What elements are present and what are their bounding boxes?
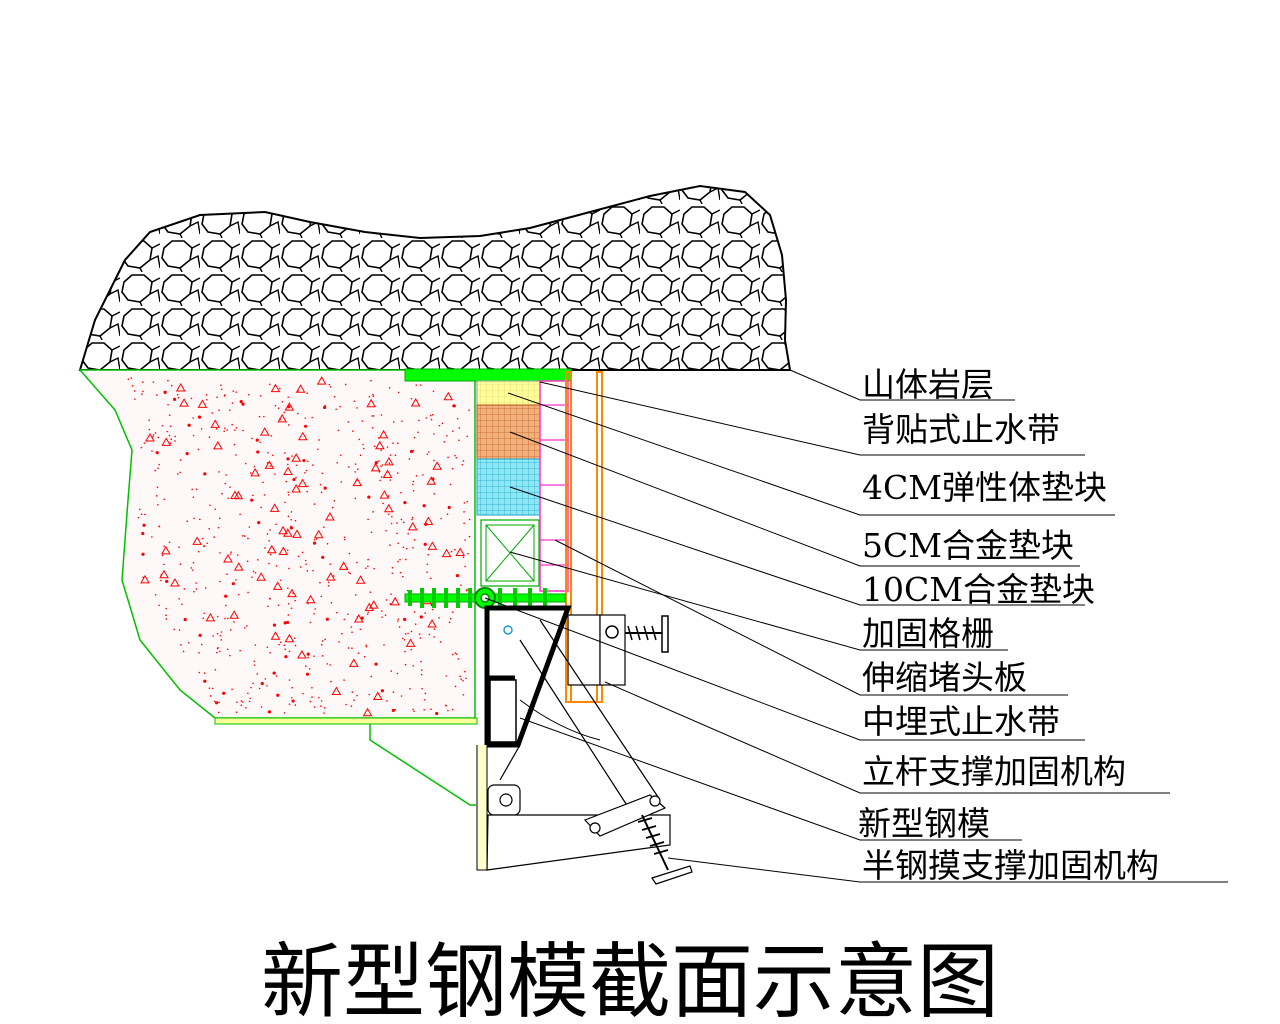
alloy-block-10cm [476, 458, 541, 516]
label-steel-formwork: 新型钢模 [858, 804, 990, 843]
label-rock-layer: 山体岩层 [862, 365, 994, 404]
steel-formwork [476, 605, 572, 871]
label-alloy-block-10cm: 10CM合金垫块 [862, 570, 1095, 609]
label-embedded-waterstop: 中埋式止水带 [862, 702, 1060, 741]
rock-layer [78, 184, 792, 371]
label-back-waterstop: 背贴式止水带 [862, 410, 1060, 449]
back-waterstop [404, 368, 572, 382]
label-vertical-support: 立杆支撑加固机构 [862, 752, 1126, 791]
leader-lines [484, 369, 1228, 883]
label-expansion-end-plate: 伸缩堵头板 [862, 658, 1027, 697]
semi-steel-support-mechanism [486, 619, 693, 885]
concrete-lining [78, 369, 478, 806]
label-alloy-block-5cm: 5CM合金垫块 [862, 526, 1074, 565]
alloy-block-5cm [476, 404, 541, 460]
reinforcing-grid [480, 519, 540, 587]
orange-plates [565, 371, 603, 703]
page-title: 新型钢模截面示意图 [261, 935, 999, 1024]
vertical-support-mechanism [567, 614, 669, 686]
expansion-end-plate [539, 380, 569, 592]
callout-labels: 山体岩层 背贴式止水带 4CM弹性体垫块 5CM合金垫块 10CM合金垫块 加固… [858, 365, 1159, 885]
label-elastomer-block: 4CM弹性体垫块 [862, 468, 1107, 507]
label-reinforcing-grid: 加固格栅 [862, 614, 994, 653]
label-semi-steel-support: 半钢摸支撑加固机构 [862, 846, 1159, 885]
